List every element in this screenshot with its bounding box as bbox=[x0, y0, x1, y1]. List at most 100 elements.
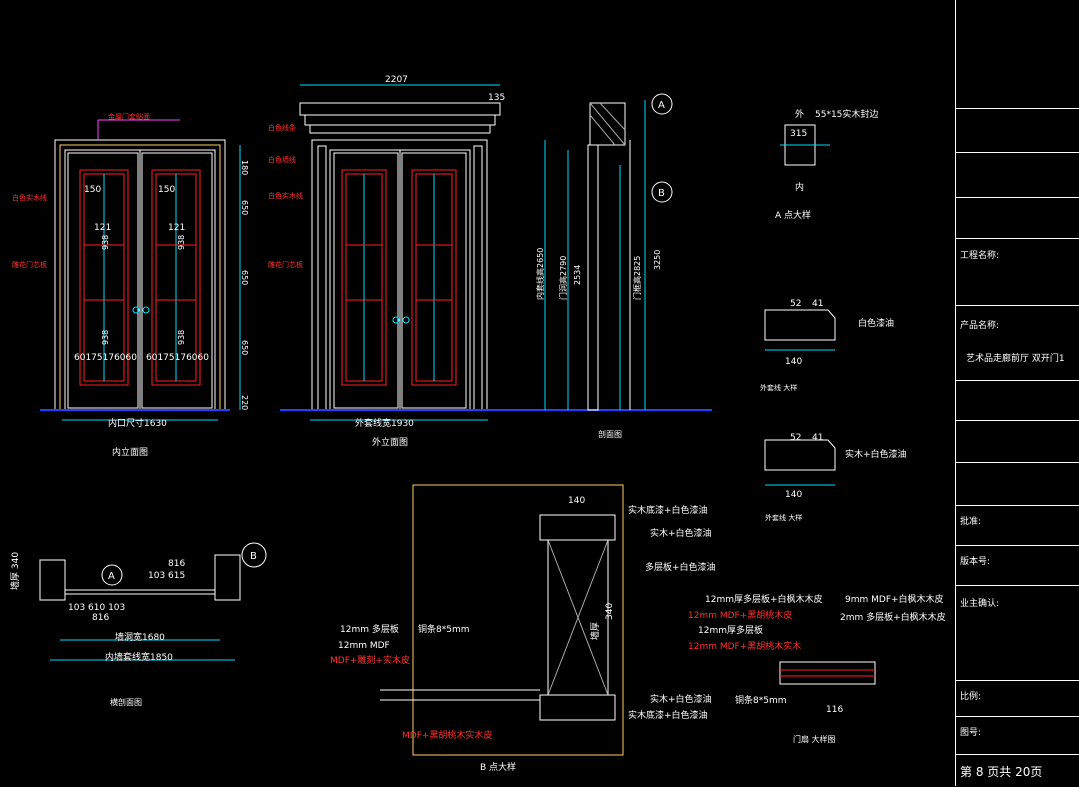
scale-row: 比例: bbox=[956, 680, 1079, 717]
label-door-note-3: 12mm MDF+黑胡桃木皮 bbox=[688, 609, 792, 621]
label-red-1: 金属门套贴面 bbox=[108, 112, 150, 121]
label-red-3: 雕花门芯板 bbox=[12, 260, 47, 269]
dim-misc-6: 121 bbox=[168, 223, 185, 233]
label-plan-wall: 墙厚 340 bbox=[9, 552, 21, 590]
title-block-row bbox=[956, 108, 1079, 109]
label-detail-a-title: A 点大样 bbox=[775, 209, 811, 221]
label-casing-inner-title: 外套线 大样 bbox=[760, 383, 797, 392]
dim-misc-2: 60175176060 bbox=[146, 353, 209, 363]
outer-elevation-labels: 外立面图 外套线宽1930 2207 135 白色线条 白色墙线 白色实木线 雕… bbox=[268, 75, 505, 448]
label-section-dim-5: 3250 bbox=[653, 250, 662, 270]
dim-misc-8: 938 bbox=[177, 235, 186, 250]
label-casing-outer-total: 140 bbox=[785, 490, 802, 500]
door-section-labels: 12mm厚多层板+白枫木木皮 9mm MDF+白枫木木皮 12mm MDF+黑胡… bbox=[688, 593, 946, 744]
title-block-row bbox=[956, 152, 1079, 153]
detail-b-labels: B 点大样 140 实木底漆+白色漆油 实木+白色漆油 多层板+白色漆油 实木+… bbox=[330, 496, 716, 773]
dim-misc-3: 150 bbox=[84, 185, 101, 195]
label-plan-circle-b: B bbox=[250, 551, 257, 562]
label-plan-circle-a: A bbox=[108, 571, 115, 582]
page-row: 第 8 页共 20页 bbox=[956, 754, 1079, 787]
label-plan-opening: 墙洞宽1680 bbox=[115, 631, 165, 643]
outer-elevation bbox=[280, 84, 712, 421]
title-block-row bbox=[956, 197, 1079, 198]
dim-misc-1: 60175176060 bbox=[74, 353, 137, 363]
label-outer-elevation-total: 外套线宽1930 bbox=[355, 417, 414, 429]
dim-misc-4: 121 bbox=[94, 223, 111, 233]
label-detail-b-title: B 点大样 bbox=[480, 761, 516, 773]
approve-row: 批准: bbox=[956, 505, 1079, 541]
label-door-title: 门扇 大样图 bbox=[793, 734, 836, 744]
approve-label: 批准: bbox=[960, 517, 982, 527]
dim-v-2: 650 bbox=[240, 200, 249, 215]
title-block: 工程名称: 产品名称: 艺术品走廊前厅 双开门1 批准: 版本号: 业主确认: … bbox=[955, 0, 1079, 786]
label-casing-outer-note: 实木+白色漆油 bbox=[845, 448, 907, 460]
label-detail-b-note-4: 实木+白色漆油 bbox=[650, 693, 712, 705]
label-section-dim-4: 门框高2825 bbox=[632, 256, 642, 300]
drawing-no-row: 图号: bbox=[956, 716, 1079, 752]
label-door-note-1: 12mm厚多层板+白枫木木皮 bbox=[705, 593, 823, 605]
version-label: 版本号: bbox=[960, 557, 991, 567]
label-detail-b-340: 340 bbox=[605, 603, 615, 620]
casing-details bbox=[764, 309, 836, 486]
label-door-note-6: 12mm MDF+黑胡桃木实木 bbox=[688, 640, 801, 652]
label-casing-outer-dim-w: 52 bbox=[790, 433, 801, 443]
label-section-circle-b: B bbox=[658, 188, 665, 199]
label-section-dim-2: 门洞高2790 bbox=[558, 256, 568, 300]
label-door-note-5: 12mm厚多层板 bbox=[698, 624, 763, 636]
dim-v-5: 220 bbox=[240, 395, 249, 410]
label-detail-b-note-5: 实木底漆+白色漆油 bbox=[628, 709, 708, 721]
page-number: 第 8 页共 20页 bbox=[960, 765, 1043, 779]
section-view bbox=[544, 93, 673, 411]
label-outer-red-4: 雕花门芯板 bbox=[268, 260, 303, 269]
title-block-row bbox=[956, 462, 1079, 463]
label-plan-title: 横剖面图 bbox=[110, 697, 142, 707]
project-row: 工程名称: bbox=[956, 238, 1079, 300]
scale-label: 比例: bbox=[960, 692, 982, 702]
label-door-116: 116 bbox=[826, 705, 843, 715]
project-label: 工程名称: bbox=[960, 251, 1000, 261]
dim-misc-10: 938 bbox=[177, 330, 186, 345]
plan-view bbox=[39, 542, 267, 661]
dim-misc-7: 938 bbox=[101, 235, 110, 250]
label-casing-outer-title: 外套线 大样 bbox=[765, 513, 802, 522]
detail-b bbox=[380, 484, 624, 756]
label-detail-a-top: 55*15实木封边 bbox=[815, 108, 878, 120]
label-casing-inner-note: 白色漆油 bbox=[858, 317, 894, 329]
label-detail-b-140: 140 bbox=[568, 496, 585, 506]
label-outer-red-1: 白色线条 bbox=[268, 123, 296, 132]
label-detail-a-dim: 315 bbox=[790, 129, 807, 139]
label-plan-dim-1: 816 bbox=[168, 559, 185, 569]
inner-elevation bbox=[40, 119, 241, 421]
dim-v-3: 650 bbox=[240, 270, 249, 285]
label-detail-b-wall: 墙厚 bbox=[589, 622, 601, 640]
label-inner-elevation-total: 内口尺寸1630 bbox=[108, 417, 167, 429]
label-detail-b-left-3: 12mm MDF bbox=[338, 641, 390, 651]
label-casing-inner-dim-w2: 41 bbox=[812, 299, 823, 309]
client-label: 业主确认: bbox=[960, 599, 1000, 609]
inner-elevation-labels: 内立面图 内口尺寸1630 金属门套贴面 白色实木线 雕花门芯板 180 650… bbox=[12, 112, 249, 458]
dim-v-4: 650 bbox=[240, 340, 249, 355]
label-section-title: 剖面图 bbox=[598, 429, 622, 439]
dim-misc-9: 938 bbox=[101, 330, 110, 345]
title-block-row bbox=[956, 420, 1079, 421]
dim-v-1: 180 bbox=[240, 160, 249, 175]
detail-a bbox=[780, 124, 830, 166]
product-row: 产品名称: 艺术品走廊前厅 双开门1 bbox=[956, 305, 1079, 381]
detail-a-labels: 55*15实木封边 外 内 A 点大样 315 bbox=[775, 108, 878, 221]
label-detail-b-note-2: 实木+白色漆油 bbox=[650, 527, 712, 539]
label-outer-cap: 135 bbox=[488, 93, 505, 103]
label-section-circle-a: A bbox=[658, 100, 665, 111]
label-plan-dim-4: 816 bbox=[92, 613, 109, 623]
label-door-note-2: 9mm MDF+白枫木木皮 bbox=[845, 593, 944, 605]
section-labels: 剖面图 内套线高2650 门洞高2790 2534 门框高2825 3250 A… bbox=[535, 100, 665, 439]
label-detail-b-left-1: 12mm 多层板 bbox=[340, 623, 399, 635]
label-door-note-4: 2mm 多层板+白枫木木皮 bbox=[840, 611, 946, 623]
label-outer-red-2: 白色墙线 bbox=[268, 155, 296, 164]
label-casing-outer-dim-w2: 41 bbox=[812, 433, 823, 443]
label-outer-top: 2207 bbox=[385, 75, 408, 85]
product-value: 艺术品走廊前厅 双开门1 bbox=[966, 354, 1065, 364]
label-detail-a-outer: 外 bbox=[795, 108, 804, 120]
label-plan-dim-3: 103 610 103 bbox=[68, 603, 125, 613]
door-section-detail bbox=[779, 661, 876, 685]
